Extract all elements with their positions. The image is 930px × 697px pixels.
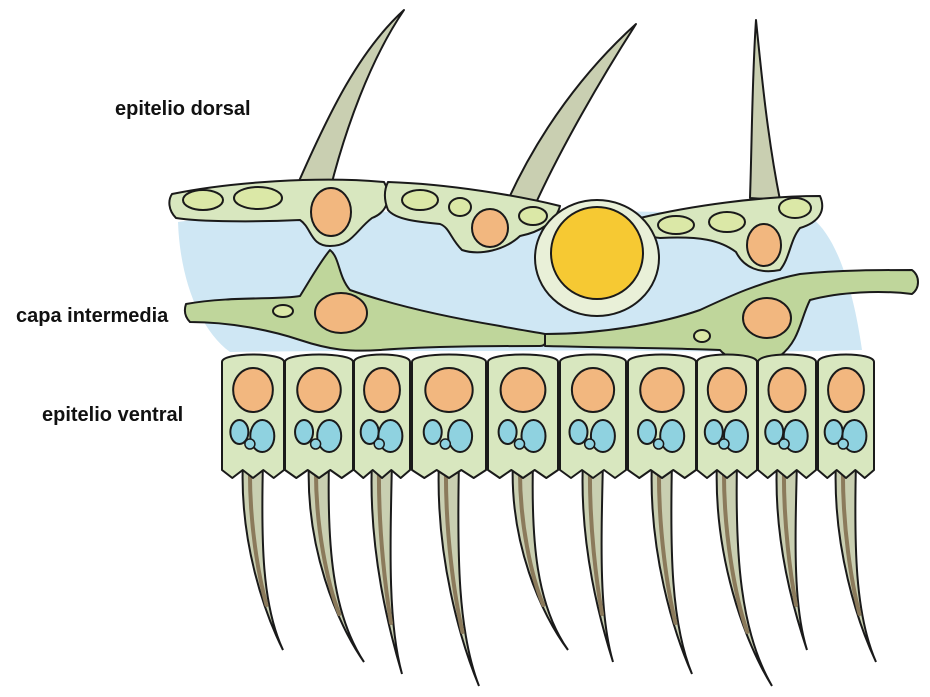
ventral-vacuole [515,439,525,449]
ventral-nucleus [233,368,273,412]
lipid-droplet [551,207,643,299]
ventral-vacuole [522,420,546,452]
dorsal-nucleus [311,188,351,236]
ventral-nucleus [708,368,746,412]
label-epitelio-dorsal: epitelio dorsal [115,98,251,121]
ventral-vacuole [585,439,595,449]
lipid-cell [535,200,659,316]
ventral-nucleus [501,368,546,412]
ventral-vacuole [779,439,789,449]
ventral-vacuole [317,420,341,452]
dorsal-nucleus [747,224,781,266]
ventral-cilium [583,460,613,662]
dorsal-vesicle [449,198,471,216]
label-capa-intermedia: capa intermedia [16,305,168,328]
ventral-vacuole [311,439,321,449]
dorsal-vesicle [779,198,811,218]
dorsal-spine-1 [296,10,404,190]
ventral-vacuole [660,420,684,452]
ventral-cilium [777,460,807,650]
dorsal-vesicle [402,190,438,210]
ventral-epithelium [222,355,876,687]
dorsal-vesicle [234,187,282,209]
ventral-nucleus [768,368,805,412]
ventral-nucleus [828,368,864,412]
ventral-vacuole [638,420,656,444]
ventral-vacuole [245,439,255,449]
ventral-vacuole [295,420,313,444]
ventral-vacuole [440,439,450,449]
label-epitelio-ventral: epitelio ventral [42,404,183,427]
ventral-nucleus [640,368,684,412]
ventral-nucleus [297,368,341,412]
dorsal-spine-2 [508,24,636,205]
ventral-nucleus [425,368,472,412]
ventral-cilium [372,460,402,674]
intermediate-vesicle [694,330,710,342]
ventral-vacuole [569,420,587,444]
ventral-vacuole [424,420,442,444]
ventral-nucleus [364,368,400,412]
ventral-vacuole [448,420,472,452]
ventral-vacuole [591,420,615,452]
ventral-vacuole [838,439,848,449]
ventral-vacuole [719,439,729,449]
intermediate-nucleus [315,293,367,333]
ventral-vacuole [374,439,384,449]
intermediate-nucleus [743,298,791,338]
intermediate-vesicle [273,305,293,317]
dorsal-vesicle [658,216,694,234]
ventral-vacuole [499,420,517,444]
ventral-vacuole [654,439,664,449]
dorsal-nucleus [472,209,508,247]
dorsal-spine-3 [750,20,780,200]
dorsal-vesicle [183,190,223,210]
dorsal-vesicle [519,207,547,225]
dorsal-vesicle [709,212,745,232]
ventral-nucleus [572,368,614,412]
